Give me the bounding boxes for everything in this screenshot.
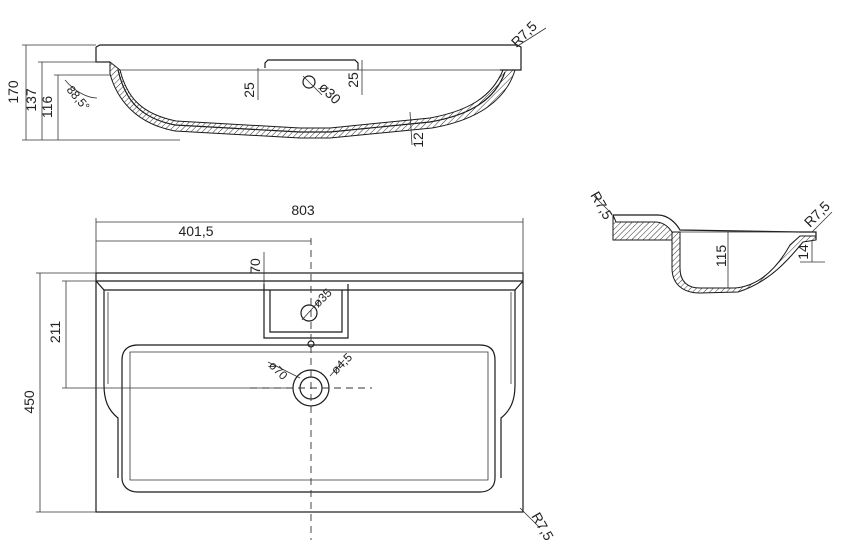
top-outer-outline — [95, 272, 524, 513]
dim-12: 12 — [410, 132, 426, 148]
tap-hole — [300, 304, 318, 322]
side-rim-left — [95, 47, 110, 63]
dim-116: 116 — [39, 96, 55, 119]
dim-d30: ø30 — [316, 79, 345, 108]
dim-angle: 88,5° — [64, 83, 93, 114]
dim-803: 803 — [291, 202, 315, 218]
side-bowl-shell — [109, 60, 516, 139]
tap-platform — [263, 284, 349, 339]
dim-d70: ø70 — [266, 358, 291, 383]
dim-137: 137 — [23, 88, 39, 112]
dim-25-right: 25 — [345, 72, 361, 88]
section-top-outline — [613, 214, 817, 240]
section-left-ledge — [612, 214, 673, 241]
side-view: 170 137 116 88,5° 25 25 ø30 R7,5 12 — [5, 18, 547, 148]
dim-70: 70 — [247, 258, 263, 274]
dim-211: 211 — [47, 321, 63, 344]
dim-14: 14 — [795, 244, 811, 260]
dim-450: 450 — [21, 390, 37, 414]
side-rim-outline — [95, 44, 522, 71]
basin-bowl — [121, 344, 496, 493]
side-tap-step — [264, 59, 359, 70]
dim-r75-section-left: R7,5 — [587, 189, 616, 223]
top-view: 803 401,5 70 ø35 450 211 ø70 ø4,5 R7,5 — [21, 202, 557, 543]
dim-r75-section-right: R7,5 — [801, 198, 833, 230]
section-view: 115 14 R7,5 R7,5 — [587, 189, 833, 294]
section-bowl-shell — [671, 231, 817, 294]
dim-4015: 401,5 — [178, 223, 213, 239]
dim-r75-top: R7,5 — [528, 510, 557, 544]
side-overflow-hole — [302, 75, 316, 89]
dim-115: 115 — [713, 245, 729, 268]
dim-25-left: 25 — [241, 82, 257, 98]
dim-170: 170 — [5, 80, 21, 104]
